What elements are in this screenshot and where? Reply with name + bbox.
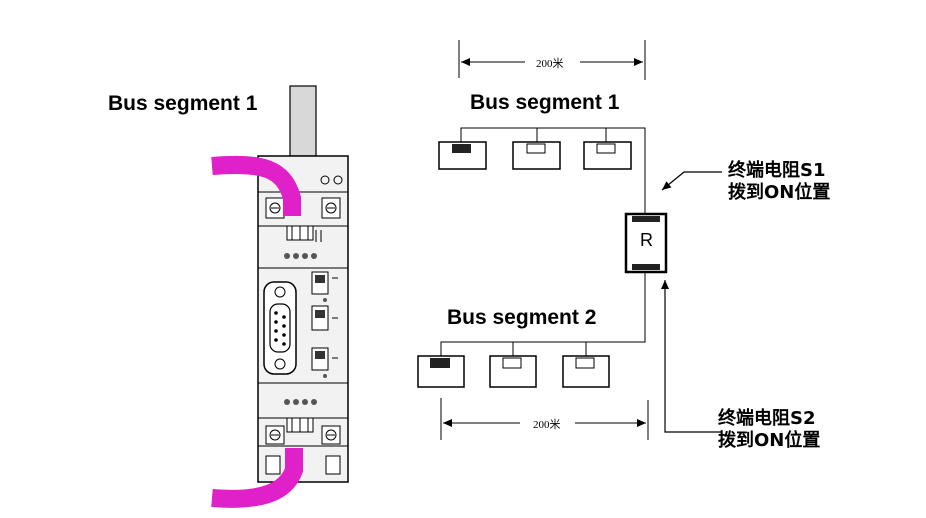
dimension-bottom-label: 200米 xyxy=(530,416,564,432)
bottom-terminal-block xyxy=(265,399,341,475)
segment1-link-a xyxy=(460,127,538,142)
note-s2-line2: 拨到ON位置 xyxy=(718,430,821,451)
segment2-link-b xyxy=(513,341,587,356)
db9-connector xyxy=(263,281,297,375)
segment2-label: Bus segment 2 xyxy=(447,306,597,329)
top-terminal-block xyxy=(265,175,343,242)
led-row xyxy=(284,253,317,259)
repeater-r xyxy=(624,212,668,274)
module-top-post xyxy=(289,85,317,157)
s2-callout-arrow xyxy=(661,280,722,433)
note-s1: 终端电阻S1 拨到ON位置 xyxy=(728,160,830,204)
terminator-label: R xyxy=(640,230,653,250)
segment1-link-b xyxy=(537,127,607,142)
top-bus-cable xyxy=(211,155,301,216)
s1-callout-arrow xyxy=(661,171,722,191)
dimension-top-label: 200米 xyxy=(533,55,567,71)
network-diagram xyxy=(417,40,722,440)
dip-switches xyxy=(311,271,338,378)
note-s2-line1: 终端电阻S2 xyxy=(718,408,816,429)
note-s1-line2: 拨到ON位置 xyxy=(728,182,831,203)
segment2-link-a xyxy=(440,341,514,356)
segment1-label: Bus segment 1 xyxy=(470,91,620,114)
segment1-stations xyxy=(438,141,632,170)
repeater-module xyxy=(211,85,349,508)
note-s1-line1: 终端电阻S1 xyxy=(728,160,826,181)
left-segment-label: Bus segment 1 xyxy=(108,92,258,115)
segment1-to-repeater xyxy=(606,127,646,214)
segment2-to-repeater xyxy=(586,272,646,343)
bottom-bus-cable xyxy=(211,448,303,508)
note-s2: 终端电阻S2 拨到ON位置 xyxy=(718,408,820,452)
segment2-stations xyxy=(417,355,610,388)
